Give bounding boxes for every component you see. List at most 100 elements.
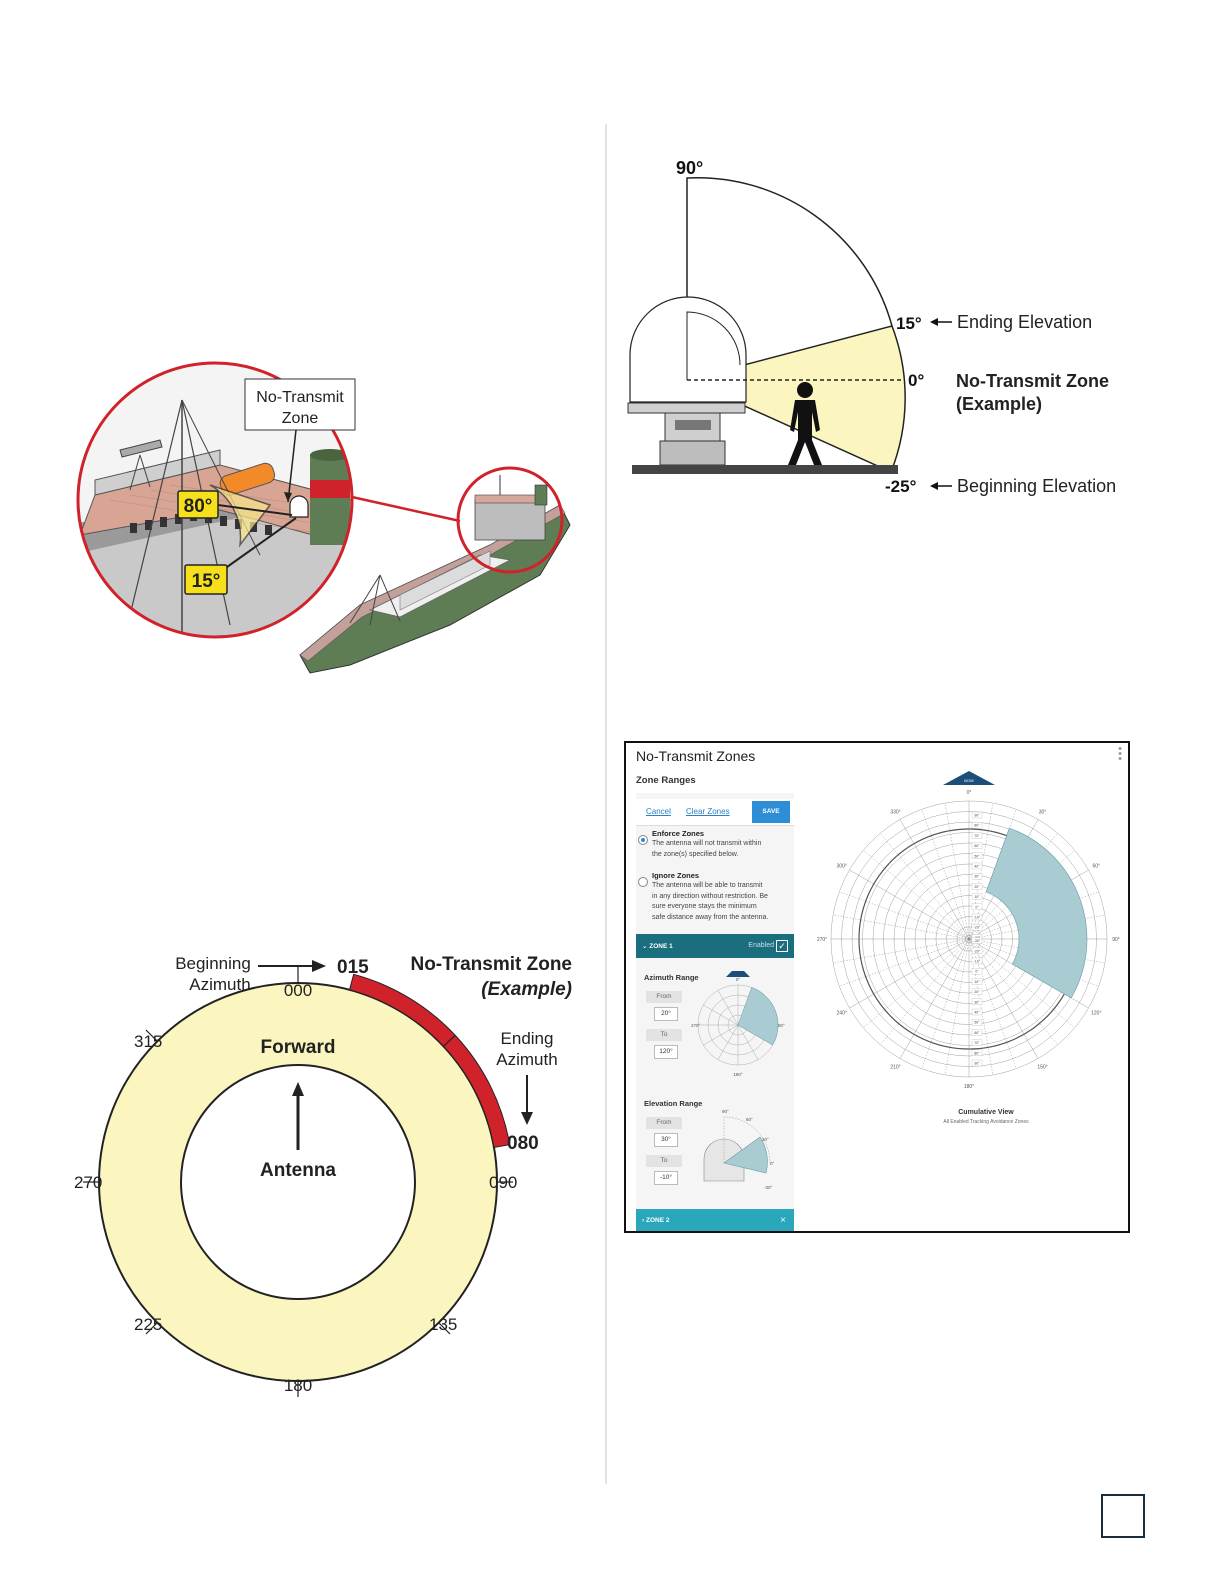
- ending-elevation-label: Ending Elevation: [957, 312, 1092, 332]
- polar-angle-label: 30°: [1039, 810, 1047, 816]
- ring-label: 0°: [975, 905, 979, 909]
- bow-marker: [943, 771, 995, 785]
- angle-80-label: 80°: [184, 496, 213, 517]
- el-to-label: To: [646, 1155, 682, 1167]
- zone-example: (Example): [956, 394, 1042, 414]
- zone-2-close-icon[interactable]: ×: [780, 1215, 786, 1226]
- ring-label: 40°: [974, 1011, 980, 1015]
- tick-000: 000: [284, 981, 312, 1000]
- zoom-connector: [351, 495, 461, 523]
- elev-minus25-label: -25°: [885, 477, 917, 496]
- more-options-icon[interactable]: •••: [1118, 743, 1122, 765]
- ship-illustration: No-Transmit Zone 80° 15°: [76, 361, 571, 674]
- az-to-input[interactable]: 120°: [654, 1045, 678, 1059]
- callout-line-2: Zone: [282, 410, 319, 427]
- el-to-input[interactable]: -10°: [654, 1171, 678, 1185]
- svg-text:30°: 30°: [762, 1137, 769, 1142]
- polar-angle-label: 120°: [1091, 1011, 1101, 1017]
- zone-2-header[interactable]: › ZONE 2 ×: [636, 1209, 794, 1231]
- polar-angle-label: 240°: [837, 1011, 847, 1017]
- ring-label-box: [971, 913, 983, 921]
- elevation-diagram: 90° 15° Ending Elevation 0° No-Transmit …: [627, 158, 1116, 496]
- ring-label-box: [971, 822, 983, 829]
- ending-azimuth-label-2: Azimuth: [496, 1050, 557, 1069]
- polar-angle-label: 60°: [1093, 864, 1101, 870]
- zone-1-enabled-checkbox[interactable]: ✓: [776, 940, 788, 952]
- az-from-input[interactable]: 20°: [654, 1007, 678, 1021]
- tick-180: 180: [284, 1376, 312, 1395]
- polar-angle-label: 150°: [1037, 1064, 1047, 1070]
- person-silhouette: [788, 382, 822, 465]
- ring-label: 70°: [974, 834, 980, 838]
- svg-text:180°: 180°: [733, 1072, 743, 1077]
- tick-225: 225: [134, 1315, 162, 1334]
- az-to-label: To: [646, 1029, 682, 1041]
- beginning-azimuth-label: Beginning: [175, 954, 251, 973]
- enforce-zones-title: Enforce Zones: [652, 829, 705, 838]
- tick-090: 090: [489, 1173, 517, 1192]
- zone-1-status: Enabled: [748, 942, 774, 949]
- polar-angle-label: 90°: [1112, 937, 1120, 943]
- svg-text:0°: 0°: [770, 1161, 775, 1166]
- begin-azimuth-value: 015: [337, 957, 369, 978]
- svg-text:90°: 90°: [722, 1109, 729, 1114]
- ring-label-box: [971, 1049, 983, 1056]
- save-button[interactable]: SAVE: [752, 801, 790, 823]
- az-zone-example: (Example): [481, 979, 572, 1000]
- azimuth-mini-wedge: [737, 987, 779, 1046]
- ship-hull: [299, 504, 571, 674]
- ring-label-box: [971, 842, 983, 849]
- svg-text:-30°: -30°: [764, 1185, 773, 1190]
- ring-label-box: [971, 873, 983, 880]
- forward-label: Forward: [261, 1037, 336, 1058]
- beginning-elevation-label: Beginning Elevation: [957, 476, 1116, 496]
- action-bar: Cancel Clear Zones SAVE: [636, 799, 794, 826]
- ring-label: 0°: [975, 970, 979, 974]
- clear-zones-link[interactable]: Clear Zones: [686, 807, 730, 816]
- beginning-azimuth-label-2: Azimuth: [189, 975, 250, 994]
- az-zone-title: No-Transmit Zone: [410, 954, 572, 975]
- polar-ring-labels: 90°90°80°80°70°70°60°60°50°50°40°40°30°3…: [971, 811, 983, 1067]
- ignore-zones-radio[interactable]: [638, 877, 648, 887]
- ring-label: 70°: [974, 1041, 980, 1045]
- enforce-zones-radio[interactable]: [638, 835, 648, 845]
- angle-15-label: 15°: [192, 571, 221, 592]
- cancel-link[interactable]: Cancel: [646, 807, 671, 816]
- svg-text:270°: 270°: [691, 1023, 701, 1028]
- azimuth-mini-polar: 0° 90° 180° 270°: [691, 971, 785, 1077]
- ring-label-box: [971, 811, 983, 819]
- ring-label: -20°: [974, 949, 981, 953]
- polar-angle-label: 0°: [967, 790, 972, 796]
- ring-label-box: [971, 903, 983, 910]
- ring-label: 80°: [974, 1051, 980, 1055]
- ring-label: -10°: [974, 916, 981, 920]
- deck-base: [632, 465, 898, 474]
- ignore-zones-title: Ignore Zones: [652, 871, 700, 880]
- azimuth-ticks: [83, 967, 513, 1397]
- app-title: No-Transmit Zones: [636, 748, 756, 764]
- antenna-circle: [180, 1064, 416, 1300]
- ring-label: 50°: [974, 854, 980, 858]
- zone-ranges-heading: Zone Ranges: [636, 775, 696, 786]
- svg-text:90°: 90°: [778, 1023, 785, 1028]
- ring-label-box: [971, 1008, 983, 1016]
- tick-315: 315: [134, 1032, 162, 1051]
- ring-label: -20°: [974, 926, 981, 930]
- ring-label-box: [971, 862, 983, 870]
- elevation-arc: [686, 176, 893, 380]
- ring-label-box: [971, 1029, 983, 1036]
- angle-tag-80: [177, 490, 219, 519]
- el-from-label: From: [646, 1117, 682, 1129]
- elev-90-label: 90°: [676, 158, 703, 178]
- polar-angle-label: 180°: [964, 1084, 974, 1090]
- zone-1-header[interactable]: ⌄ ZONE 1 Enabled ✓: [636, 934, 794, 958]
- ring-label-box: [971, 988, 983, 995]
- tick-270: 270: [74, 1173, 102, 1192]
- ring-label-box: [971, 1059, 983, 1067]
- elevation-mini-diagram: 90° 60° 30° 0° -30°: [703, 1109, 775, 1190]
- zone-2-label: › ZONE 2: [642, 1217, 670, 1224]
- el-from-input[interactable]: 30°: [654, 1133, 678, 1147]
- no-transmit-zones-screenshot: No-Transmit Zones ••• Zone Ranges Cancel…: [624, 741, 1130, 1233]
- elev-0-label: 0°: [908, 371, 924, 390]
